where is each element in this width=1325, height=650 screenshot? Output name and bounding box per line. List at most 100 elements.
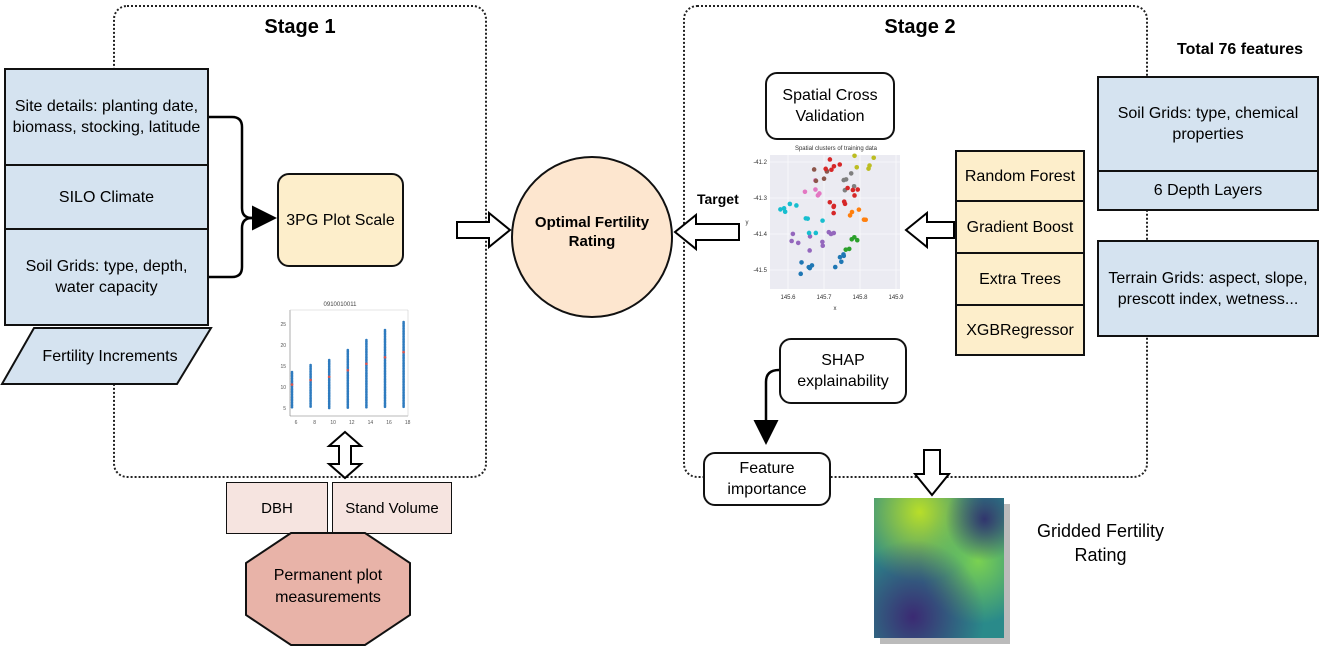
- fertility-increments-shape: [0, 327, 213, 385]
- scatter-point: [817, 191, 822, 196]
- stage1-chart-dot: [290, 405, 294, 409]
- scatter-point: [795, 240, 801, 246]
- stage1-chart-dot: [402, 405, 405, 409]
- scatter-point: [820, 243, 826, 249]
- stage1-chart-xtick: 16: [386, 420, 392, 426]
- scatter-xtick: 145.7: [816, 295, 832, 301]
- stage1-chart-mean-dot: [383, 356, 387, 359]
- target-arrow: [673, 212, 740, 252]
- scatter-ytick: -41.5: [753, 268, 767, 274]
- scatter-point: [806, 230, 812, 236]
- scatter-point: [856, 207, 862, 212]
- stand-volume-box: Stand Volume: [332, 482, 452, 534]
- scatter-point: [839, 259, 844, 265]
- stage1-chart-dot: [327, 406, 331, 410]
- depth-layers-box: 6 Depth Layers: [1097, 170, 1319, 211]
- plot-scale-box: 3PG Plot Scale: [277, 173, 404, 267]
- scatter-point: [837, 162, 843, 167]
- stage1-chart-dot: [309, 405, 312, 408]
- arrow-to-map: [912, 449, 952, 497]
- target-label: Target: [697, 191, 739, 207]
- stage1-chart-mean-dot: [346, 369, 350, 372]
- scatter-point: [841, 253, 847, 259]
- arrow-to-circle: [456, 210, 512, 250]
- double-arrow-vertical: [326, 430, 364, 480]
- terrain-grids-box: Terrain Grids: aspect, slope, prescott i…: [1097, 240, 1319, 337]
- scatter-point: [799, 260, 804, 265]
- scatter-point: [831, 210, 836, 216]
- scatter-point: [852, 153, 857, 159]
- scatter-ytick: -41.4: [753, 232, 767, 238]
- scatter-point: [851, 183, 857, 189]
- feature-importance-box: Feature importance: [703, 452, 831, 506]
- dbh-box: DBH: [226, 482, 328, 534]
- scatter-point: [794, 203, 799, 208]
- scatter-ytick: -41.2: [753, 160, 767, 166]
- scatter-point: [854, 164, 860, 170]
- stage1-chart-dot: [365, 405, 368, 409]
- scatter-point: [787, 201, 793, 207]
- spatial-cv-box: Spatial Cross Validation: [765, 72, 895, 140]
- scatter-point: [846, 246, 852, 252]
- stage1-chart-mean-dot: [365, 362, 368, 366]
- scatter-point: [841, 177, 847, 183]
- scatter-point: [854, 237, 860, 243]
- scatter-point: [789, 238, 794, 244]
- stage1-chart-ytick: 20: [280, 343, 286, 349]
- stage1-chart-mean-dot: [290, 383, 294, 386]
- shap-box: SHAP explainability: [779, 338, 907, 404]
- scatter-point: [820, 239, 825, 245]
- scatter-xtick: 145.6: [780, 295, 796, 301]
- scatter-xtick: 145.9: [888, 295, 904, 301]
- scatter-point: [827, 157, 833, 162]
- scatter-point: [821, 176, 827, 182]
- scatter-ylabel: y: [746, 220, 749, 226]
- scatter-point: [782, 209, 788, 215]
- scatter-point: [802, 189, 808, 195]
- stage1-chart-xtick: 14: [368, 420, 374, 426]
- scatter-point: [813, 178, 819, 184]
- scatter-point: [849, 209, 855, 215]
- scatter-chart: Spatial clusters of training data -41.2-…: [746, 146, 905, 312]
- model-extra-trees: Extra Trees: [955, 252, 1085, 306]
- model-random-forest: Random Forest: [955, 150, 1085, 202]
- stage1-chart-ytick: 15: [280, 364, 286, 370]
- scatter-point: [820, 218, 825, 223]
- scatter-point: [832, 264, 838, 270]
- stage2-title: Stage 2: [884, 15, 956, 38]
- scatter-point: [829, 167, 834, 173]
- soil-grids-left-box: Soil Grids: type, depth, water capacity: [4, 228, 209, 326]
- scatter-point: [778, 207, 783, 212]
- scatter-xlabel: x: [834, 306, 837, 312]
- soil-grids-right-box: Soil Grids: type, chemical properties: [1097, 76, 1319, 172]
- scatter-point: [871, 155, 877, 161]
- stage1-chart-ytick: 10: [280, 385, 286, 391]
- stage1-chart-ytick: 25: [280, 322, 286, 328]
- scatter-point: [841, 199, 847, 204]
- scatter-ytick: -41.3: [753, 196, 767, 202]
- scatter-point: [852, 234, 857, 240]
- scatter-point: [850, 187, 856, 193]
- scatter-point: [866, 166, 871, 171]
- scatter-point: [790, 231, 796, 237]
- scatter-point: [809, 263, 815, 268]
- gridded-fertility-label: Gridded Fertility Rating: [1036, 521, 1165, 565]
- fertility-increments-label: Fertility Increments: [42, 348, 178, 365]
- optimal-fertility-label: Optimal Fertility Rating: [534, 214, 650, 250]
- optimal-fertility-circle: [511, 156, 673, 318]
- scatter-point: [813, 187, 818, 192]
- stage1-chart-xtick: 18: [405, 420, 411, 426]
- stage1-chart-mean-dot: [327, 375, 331, 379]
- scatter-point: [843, 247, 849, 252]
- scatter-point: [831, 163, 837, 169]
- scatter-point: [823, 166, 828, 172]
- stage1-chart-xtick: 12: [349, 420, 355, 426]
- stage1-chart-mean-dot: [309, 378, 312, 382]
- stage1-chart-xtick: 6: [295, 420, 298, 426]
- scatter-point: [852, 193, 857, 198]
- stage1-chart-xtick: 10: [330, 420, 336, 426]
- stage1-chart-dot: [346, 406, 350, 409]
- permanent-plot-label: Permanent plot measurements: [273, 567, 383, 606]
- stage1-chart-dot: [383, 405, 387, 409]
